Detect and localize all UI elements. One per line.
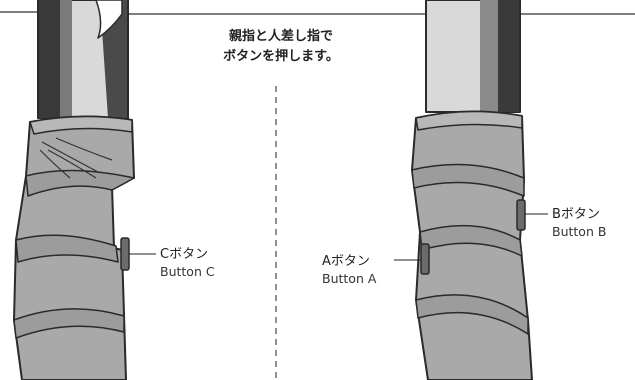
button-a-label-en: Button A [322,271,377,286]
button-b-marker [516,199,526,231]
button-a-label: Aボタン Button A [322,253,376,287]
button-b-label-en: Button B [552,224,607,239]
button-a-label-jp: Aボタン [322,254,370,269]
button-c-label-jp: Cボタン [160,247,209,262]
button-b-label-jp: Bボタン [552,207,600,222]
button-b-label: Bボタン Button B [552,206,606,240]
instruction-line-1: 親指と人差し指で [228,29,333,44]
button-c-label: Cボタン Button C [160,246,215,280]
instruction-caption: 親指と人差し指で ボタンを押します。 [196,27,366,67]
left-grip [13,0,135,380]
button-c-label-en: Button C [160,264,215,279]
right-grip [411,0,533,380]
instruction-line-2: ボタンを押します。 [223,49,339,64]
button-c-marker [120,237,130,271]
button-a-marker [420,243,430,275]
